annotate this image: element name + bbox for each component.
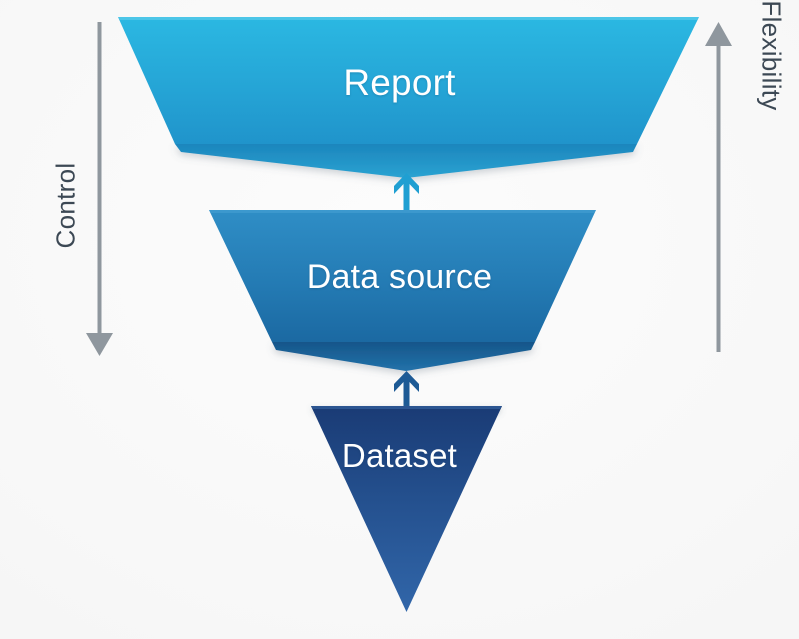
dataset-triangle[interactable] bbox=[311, 406, 502, 612]
funnel-level-report[interactable] bbox=[118, 17, 699, 178]
report-shadow-flap bbox=[175, 144, 637, 178]
control-axis-arrowhead-down bbox=[86, 333, 113, 356]
flexibility-axis-caption: Flexibility bbox=[756, 0, 787, 111]
data-source-trapezoid[interactable] bbox=[209, 210, 596, 342]
connector-up-arrow-upper bbox=[394, 173, 419, 210]
connector-up-arrow-lower bbox=[394, 371, 419, 407]
funnel-level-data-source[interactable] bbox=[209, 210, 596, 371]
funnel-level-dataset[interactable] bbox=[311, 406, 502, 612]
connector-dataset-to-data-source bbox=[394, 371, 419, 407]
report-top-highlight bbox=[118, 17, 699, 20]
data-source-shadow-flap bbox=[272, 342, 535, 371]
data-source-top-highlight bbox=[209, 210, 596, 213]
control-axis-caption: Control bbox=[50, 162, 81, 249]
dataset-top-highlight bbox=[311, 406, 502, 409]
report-trapezoid[interactable] bbox=[118, 17, 699, 144]
connector-data-source-to-report bbox=[394, 173, 419, 210]
flexibility-axis bbox=[705, 22, 732, 352]
flexibility-axis-arrowhead-up bbox=[705, 22, 732, 46]
control-axis bbox=[86, 22, 113, 356]
